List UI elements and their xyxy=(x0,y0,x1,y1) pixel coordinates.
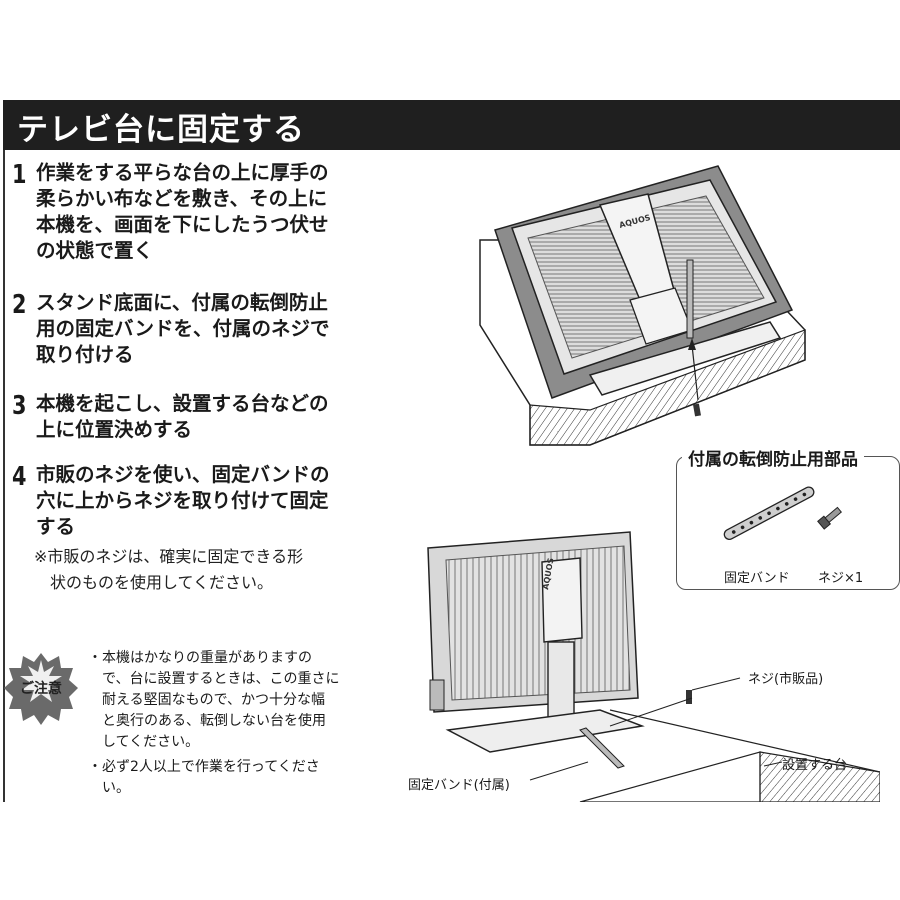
page-title: テレビ台に固定する xyxy=(17,112,305,148)
caution-item-text: 必ず2人以上で作業を行ってくださ い。 xyxy=(102,759,320,796)
step-text: 本機を起こし、設置する台などの 上に位置決めする xyxy=(36,392,329,441)
step-number: 1 xyxy=(12,160,27,190)
parts-illustration xyxy=(723,486,843,541)
caution-badge-icon: ご注意 xyxy=(4,653,78,725)
screw-note: ※市販のネジは、確実に固定できる形 状のものを使用してください。 xyxy=(34,547,304,592)
parts-band-label: 固定バンド xyxy=(724,571,790,586)
title-bar: テレビ台に固定する xyxy=(3,100,900,150)
caution-item: ・本機はかなりの重量がありますの で、台に設置するときは、この重さに 耐える堅固… xyxy=(88,650,340,750)
left-border-rule xyxy=(3,100,5,802)
step-number: 2 xyxy=(12,290,27,320)
step-text: 市販のネジを使い、固定バンドの 穴に上からネジを取り付けて固定 する xyxy=(36,463,330,538)
parts-screw-label: ネジ×1 xyxy=(818,571,864,586)
step-text: 作業をする平らな台の上に厚手の 柔らかい布などを敷き、その上に 本機を、画面を下… xyxy=(36,161,329,262)
figure2-band-label: 固定バンド(付属) xyxy=(408,778,510,793)
screw-icon xyxy=(817,506,843,530)
caution-item-text: 本機はかなりの重量がありますの で、台に設置するときは、この重さに 耐える堅固な… xyxy=(102,650,340,750)
step-number: 4 xyxy=(12,462,27,492)
caution-badge-label: ご注意 xyxy=(20,680,62,697)
figure2-screw-label: ネジ(市販品) xyxy=(748,672,824,687)
figure-tv-facedown: AQUOS xyxy=(479,165,806,446)
figure-tv-upright: AQUOS xyxy=(427,531,880,802)
parts-title: 付属の転倒防止用部品 xyxy=(682,445,864,470)
caution-list: ・本機はかなりの重量がありますの で、台に設置するときは、この重さに 耐える堅固… xyxy=(88,648,363,803)
step-number: 3 xyxy=(12,391,27,421)
caution-item: ・必ず2人以上で作業を行ってくださ い。 xyxy=(88,759,320,796)
step-text: スタンド底面に、付属の転倒防止 用の固定バンドを、付属のネジで 取り付ける xyxy=(36,291,330,366)
figure2-stand-label: 設置する台 xyxy=(782,758,848,773)
